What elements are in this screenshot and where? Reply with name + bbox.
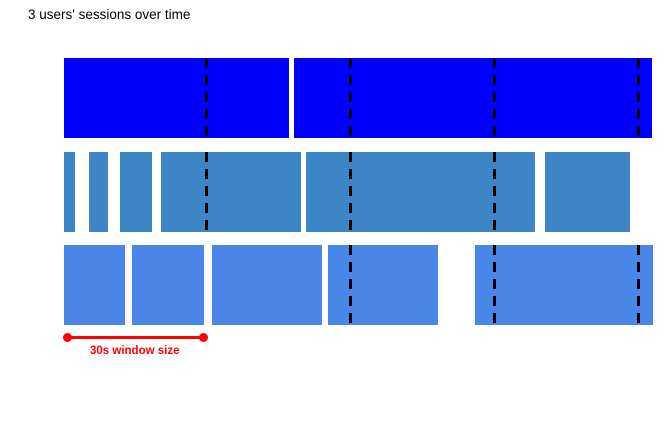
- window-boundary-line: [349, 245, 352, 325]
- window-size-arrow-left-endpoint: [63, 333, 72, 342]
- user-3-sessions-segment: [64, 245, 125, 325]
- window-boundary-line: [349, 58, 352, 138]
- user-2-sessions-segment: [545, 152, 630, 232]
- window-boundary-line: [637, 58, 640, 138]
- user-3-sessions-segment: [328, 245, 438, 325]
- user-2-sessions-segment: [306, 152, 535, 232]
- figure-title: 3 users' sessions over time: [28, 7, 191, 22]
- window-size-arrow-line: [66, 336, 205, 339]
- window-boundary-line: [349, 152, 352, 232]
- window-boundary-line: [637, 245, 640, 325]
- window-boundary-line: [493, 245, 496, 325]
- user-3-sessions-segment: [212, 245, 322, 325]
- window-size-arrow-right-endpoint: [199, 333, 208, 342]
- window-boundary-line: [205, 58, 208, 138]
- user-3-sessions-segment: [475, 245, 653, 325]
- user-2-sessions-segment: [120, 152, 152, 232]
- user-3-sessions-segment: [132, 245, 204, 325]
- user-1-sessions-segment: [64, 58, 289, 138]
- user-2-sessions-segment: [64, 152, 75, 232]
- window-boundary-line: [493, 58, 496, 138]
- window-size-label: 30s window size: [90, 345, 180, 357]
- window-boundary-line: [493, 152, 496, 232]
- user-1-sessions-segment: [294, 58, 652, 138]
- window-boundary-line: [205, 152, 208, 232]
- user-2-sessions-segment: [89, 152, 108, 232]
- user-2-sessions-segment: [161, 152, 301, 232]
